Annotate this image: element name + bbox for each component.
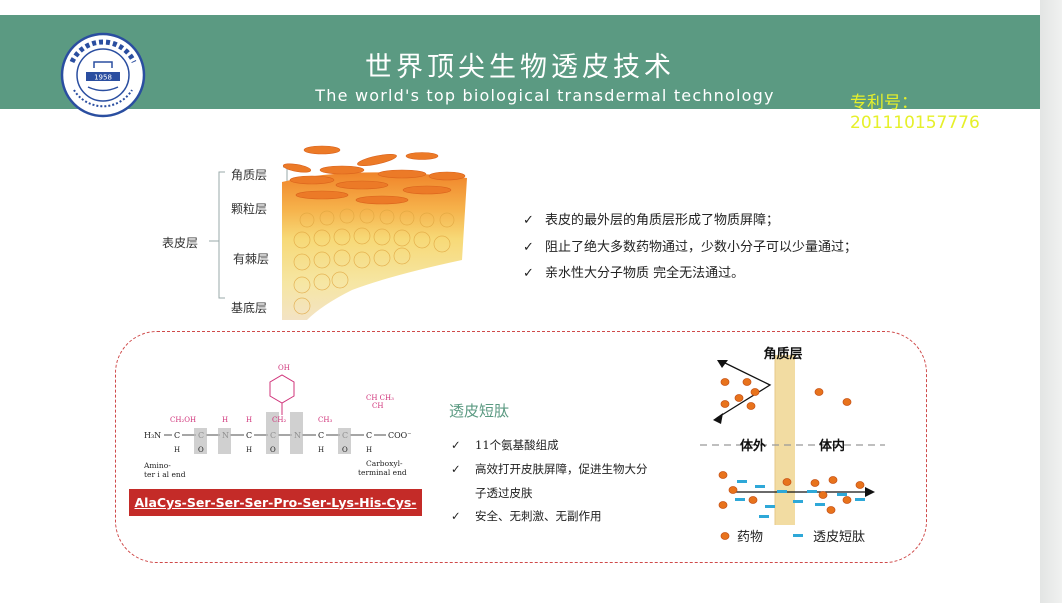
svg-text:terminal end: terminal end [358, 468, 407, 477]
svg-text:CH: CH [372, 402, 383, 410]
svg-text:C: C [318, 431, 324, 440]
page-edge [1040, 0, 1062, 603]
barrier-point-3: ✓亲水性大分子物质 完全无法通过。 [523, 266, 745, 281]
peptide-legend-icon [793, 534, 803, 537]
svg-text:CH₂OH: CH₂OH [170, 416, 196, 424]
slide: 1958 世界顶尖生物透皮技术 The world's top biologic… [0, 15, 1040, 563]
university-seal-icon: 1958 [60, 32, 146, 118]
logo-year: 1958 [94, 74, 112, 82]
reflect-arrow [716, 361, 772, 419]
svg-text:H: H [174, 446, 180, 454]
svg-text:C: C [246, 431, 252, 440]
feature-item-continued: 子透过皮肤 [475, 486, 533, 500]
barrier-band [775, 355, 795, 525]
skin-cross-section-illustration [282, 145, 467, 320]
layer-stratum-basale: 基底层 [231, 301, 268, 315]
svg-text:H₃N: H₃N [144, 431, 161, 440]
peptide-section-frame [115, 331, 927, 563]
peptide-sequence: AlaCys-Ser-Ser-Ser-Pro-Ser-Lys-His-Cys-G… [129, 489, 422, 537]
svg-text:COO⁻: COO⁻ [388, 431, 411, 440]
layer-stratum-granulosum: 颗粒层 [231, 202, 268, 216]
svg-text:H: H [366, 446, 372, 454]
legend-peptide: 透皮短肽 [813, 530, 865, 545]
svg-text:H: H [246, 416, 252, 424]
penetration-diagram: 角质层 体外 体内 [700, 346, 885, 545]
check-icon: ✓ [451, 462, 461, 476]
skin-group-label: 表皮层 [162, 236, 199, 250]
svg-text:O: O [342, 446, 348, 454]
check-icon: ✓ [523, 213, 534, 228]
svg-text:C: C [366, 431, 372, 440]
peptide-particles [735, 480, 865, 518]
patent-number: 专利号：201110157776 [850, 93, 980, 133]
barrier-point-1: ✓表皮的最外层的角质层形成了物质屏障； [523, 213, 780, 228]
svg-text:OH: OH [278, 364, 290, 372]
svg-text:O: O [198, 446, 204, 454]
feature-item: ✓安全、无刺激、无副作用 [451, 509, 602, 523]
peptide-structure-illustration: H₃N C C N C C N C C C COO⁻ [143, 364, 411, 479]
svg-text:H: H [318, 446, 324, 454]
legend-drug: 药物 [737, 530, 763, 545]
svg-text:H: H [222, 416, 228, 424]
drug-particles-passing [718, 471, 865, 514]
svg-text:CH₂: CH₂ [272, 416, 286, 424]
svg-text:C: C [174, 431, 180, 440]
header-banner: 1958 世界顶尖生物透皮技术 The world's top biologic… [0, 15, 1040, 133]
check-icon: ✓ [451, 509, 461, 523]
feature-item: ✓高效打开皮肤屏障，促进生物大分 [451, 462, 648, 476]
check-icon: ✓ [523, 266, 534, 281]
feature-item: ✓11个氨基酸组成 [451, 438, 559, 452]
diagram-inside-label: 体内 [819, 438, 845, 454]
layer-stratum-corneum: 角质层 [231, 168, 268, 182]
svg-text:Amino-: Amino- [143, 461, 171, 470]
svg-text:CH CH₃: CH CH₃ [366, 394, 394, 402]
check-icon: ✓ [523, 240, 534, 255]
diagram-outside-label: 体外 [740, 438, 766, 454]
drug-particles-outside [720, 378, 852, 410]
page-subtitle: The world's top biological transdermal t… [315, 86, 775, 105]
svg-text:CH₃: CH₃ [318, 416, 332, 424]
page-title: 世界顶尖生物透皮技术 [365, 52, 675, 83]
layer-stratum-spinosum: 有棘层 [233, 252, 270, 266]
svg-text:O: O [270, 446, 276, 454]
svg-text:ter i al end: ter i al end [144, 470, 186, 479]
check-icon: ✓ [451, 438, 461, 452]
svg-text:H: H [246, 446, 252, 454]
diagram-top-label: 角质层 [763, 346, 802, 362]
barrier-point-2: ✓阻止了绝大多数药物通过，少数小分子可以少量通过； [523, 240, 858, 255]
short-peptide-title: 透皮短肽 [449, 402, 510, 420]
svg-text:Carboxyl-: Carboxyl- [366, 459, 403, 468]
drug-legend-icon [720, 532, 730, 540]
